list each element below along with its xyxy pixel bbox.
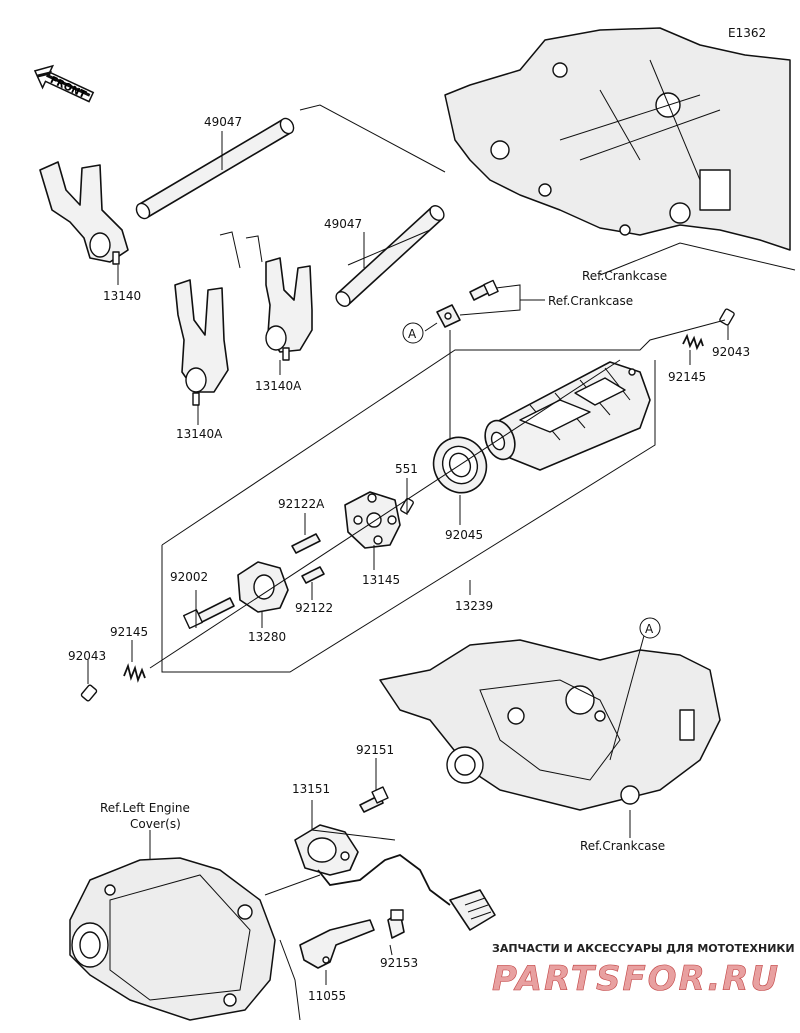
label-92151: 92151 [356, 743, 394, 757]
label-ref-left-engine-cover-2: Cover(s) [130, 817, 181, 831]
label-92045: 92045 [445, 528, 483, 542]
label-551: 551 [395, 462, 418, 476]
pin-92043-left [80, 684, 98, 702]
pin-92122 [301, 566, 325, 584]
shift-drum-13239 [484, 361, 651, 471]
label-13239: 13239 [455, 599, 493, 613]
label-ref-crankcase-top: Ref.Crankcase [582, 269, 667, 283]
label-13145: 13145 [362, 573, 400, 587]
bolt-ref-crankcase [469, 279, 499, 301]
spring-92145-left [123, 663, 146, 683]
holder-13280 [237, 561, 289, 613]
bolt-92151 [359, 786, 389, 813]
label-11055: 11055 [308, 989, 346, 1003]
label-92122: 92122 [295, 601, 333, 615]
label-92122a: 92122A [278, 497, 325, 511]
label-ref-left-engine-cover-1: Ref.Left Engine [100, 801, 190, 815]
front-label: FRONT [48, 75, 87, 101]
label-13280: 13280 [248, 630, 286, 644]
washer-a [436, 304, 461, 328]
label-92043-left: 92043 [68, 649, 106, 663]
gear-position-sensor-13151 [294, 824, 496, 931]
clamp-11055 [299, 919, 375, 969]
leader-lines [87, 104, 796, 1021]
pin-92122a [291, 533, 321, 554]
drum-cam-13145 [344, 491, 401, 549]
watermark: ЗАПЧАСТИ И АКСЕССУАРЫ ДЛЯ МОТОТЕХНИКИ PA… [492, 942, 795, 999]
label-92153: 92153 [380, 956, 418, 970]
crankcase-upper [444, 27, 791, 251]
label-13151: 13151 [292, 782, 330, 796]
callout-a-lower: A [639, 617, 661, 639]
label-13140a-left: 13140A [176, 427, 223, 441]
front-arrow-icon: FRONT [33, 64, 95, 103]
label-ref-crankcase-mid: Ref.Crankcase [548, 294, 633, 308]
callout-a-upper-label: A [408, 327, 417, 341]
shift-rod-upper [135, 117, 295, 220]
bolt-92002 [182, 597, 235, 630]
label-13140: 13140 [103, 289, 141, 303]
crankcase-lower [379, 639, 721, 811]
shift-fork-13140 [39, 161, 129, 265]
label-92145-right: 92145 [668, 370, 706, 384]
label-92145-left: 92145 [110, 625, 148, 639]
label-92043-right: 92043 [712, 345, 750, 359]
callout-a-lower-label: A [645, 622, 654, 636]
spring-92145-right [682, 333, 704, 351]
shift-fork-13140a-left [174, 279, 229, 406]
watermark-tagline: ЗАПЧАСТИ И АКСЕССУАРЫ ДЛЯ МОТОТЕХНИКИ [492, 942, 795, 955]
callout-a-upper: A [402, 322, 424, 344]
left-engine-cover [69, 857, 276, 1021]
pin-92043-right [719, 308, 735, 326]
shift-rod-lower [335, 205, 445, 307]
bolt-92153 [387, 909, 405, 939]
shift-fork-13140a-right [219, 231, 313, 361]
label-13140a-right: 13140A [255, 379, 302, 393]
label-49047-upper: 49047 [204, 115, 242, 129]
label-ref-crankcase-bottom: Ref.Crankcase [580, 839, 665, 853]
label-92002: 92002 [170, 570, 208, 584]
watermark-logo: PARTSFOR.RU [492, 959, 780, 999]
label-49047-lower: 49047 [324, 217, 362, 231]
diagram-code: E1362 [728, 26, 766, 40]
